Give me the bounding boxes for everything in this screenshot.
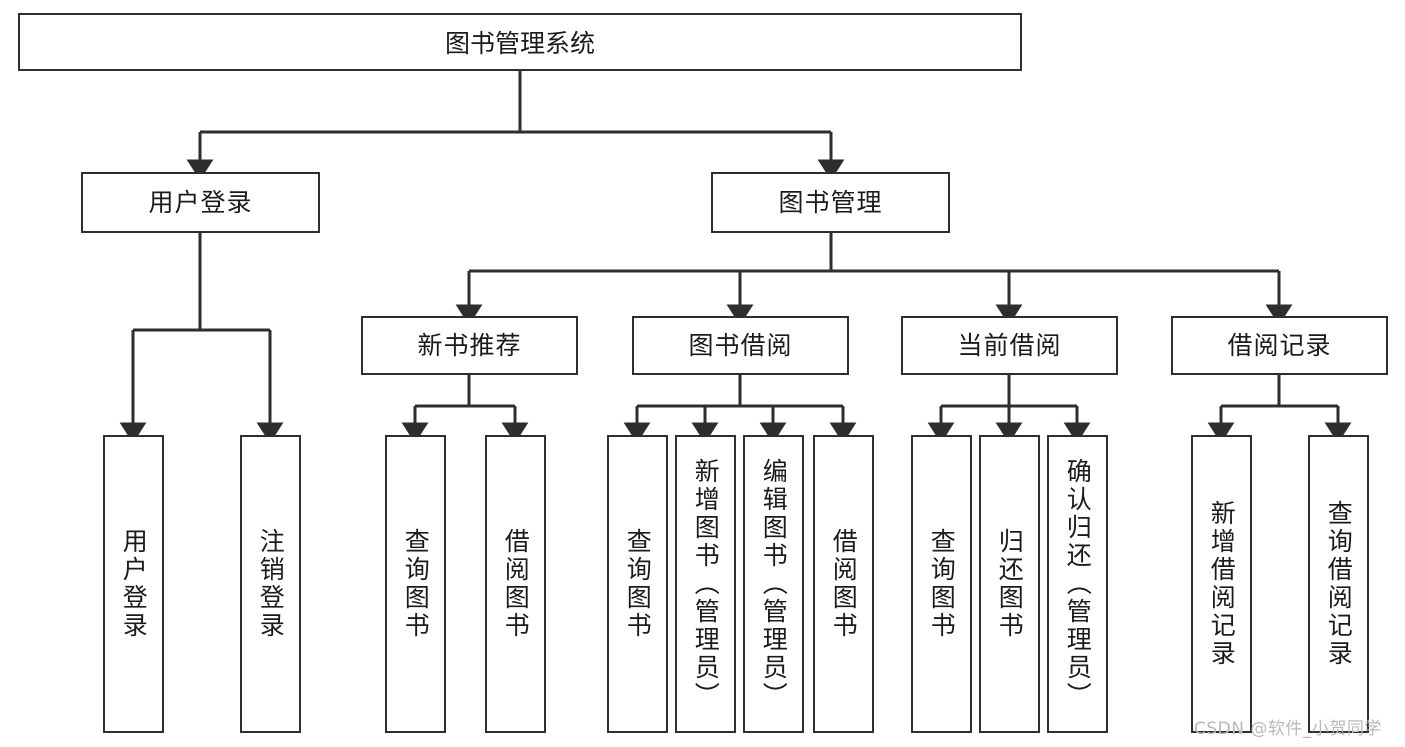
leaf-user-login[interactable]: 用户登录 [103, 435, 164, 733]
leaf-user-logout[interactable]: 注销登录 [240, 435, 301, 733]
node-label: 归还图书 [995, 528, 1025, 640]
leaf-query-book-borrow[interactable]: 查询图书 [607, 435, 668, 733]
node-label: 新增图书（管理员） [691, 458, 721, 710]
node-root-book-management-system[interactable]: 图书管理系统 [18, 13, 1022, 71]
edge-book-manage-to-level2 [455, 233, 1293, 326]
leaf-add-borrow-record[interactable]: 新增借阅记录 [1191, 435, 1252, 733]
node-label: 用户登录 [148, 187, 253, 217]
edge-book-borrow-to-leaves [623, 375, 857, 444]
edge-new-book-to-leaves [401, 375, 529, 444]
node-label: 查询图书 [401, 528, 431, 640]
leaf-confirm-return-admin[interactable]: 确认归还（管理员） [1047, 435, 1108, 733]
leaf-query-book-current[interactable]: 查询图书 [911, 435, 972, 733]
leaf-return-book[interactable]: 归还图书 [979, 435, 1040, 733]
edge-root-to-level1 [186, 71, 845, 181]
leaf-add-book-admin[interactable]: 新增图书（管理员） [675, 435, 736, 733]
node-label: 用户登录 [119, 528, 149, 640]
leaf-borrow-book[interactable]: 借阅图书 [813, 435, 874, 733]
node-label: 查询图书 [927, 528, 957, 640]
node-label: 确认归还（管理员） [1063, 458, 1093, 710]
node-book-borrow[interactable]: 图书借阅 [632, 316, 849, 375]
node-user-login[interactable]: 用户登录 [81, 172, 320, 233]
node-label: 当前借阅 [957, 330, 1062, 360]
node-book-management[interactable]: 图书管理 [711, 172, 950, 233]
node-label: 图书管理 [778, 187, 883, 217]
edge-user-login-to-leaves [119, 233, 284, 444]
node-label: 编辑图书（管理员） [759, 458, 789, 710]
node-current-borrow[interactable]: 当前借阅 [901, 316, 1118, 375]
node-label: 图书管理系统 [444, 29, 595, 58]
node-label: 查询借阅记录 [1324, 500, 1354, 668]
leaf-query-book-recommend[interactable]: 查询图书 [385, 435, 446, 733]
node-label: 借阅记录 [1227, 330, 1332, 360]
node-label: 图书借阅 [688, 330, 793, 360]
node-label: 查询图书 [623, 528, 653, 640]
csdn-watermark: CSDN @软件_小贺同学 [1194, 719, 1382, 739]
node-label: 借阅图书 [829, 528, 859, 640]
leaf-edit-book-admin[interactable]: 编辑图书（管理员） [743, 435, 804, 733]
node-label: 借阅图书 [501, 528, 531, 640]
node-label: 注销登录 [256, 528, 286, 640]
node-label: 新书推荐 [417, 330, 522, 360]
edge-borrow-record-to-leaves [1207, 375, 1352, 444]
leaf-borrow-book-recommend[interactable]: 借阅图书 [485, 435, 546, 733]
edge-current-borrow-to-leaves [927, 375, 1091, 444]
leaf-query-borrow-record[interactable]: 查询借阅记录 [1308, 435, 1369, 733]
node-new-book-recommend[interactable]: 新书推荐 [361, 316, 578, 375]
node-label: 新增借阅记录 [1207, 500, 1237, 668]
node-borrow-record[interactable]: 借阅记录 [1171, 316, 1388, 375]
